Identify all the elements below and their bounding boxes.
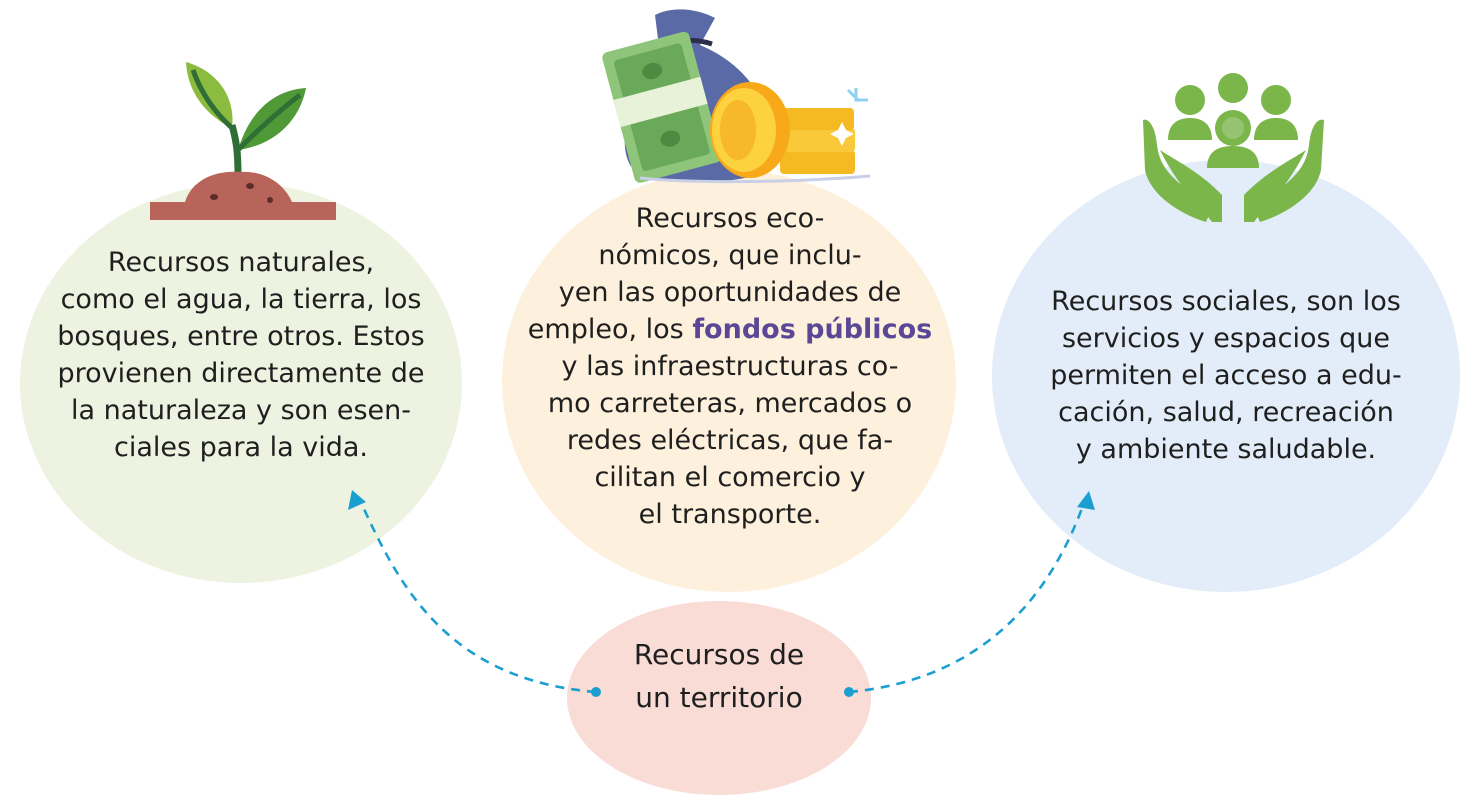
economic-resources-text: Recursos eco- nómicos, que inclu- yen la… (505, 200, 955, 533)
natural-resources-ellipse (20, 183, 462, 583)
territory-resources-label: Recursos de un territorio (633, 638, 805, 714)
social-resources-ellipse (992, 160, 1460, 592)
economic-resources-ellipse (502, 170, 956, 592)
arrowhead-right (1077, 491, 1095, 510)
arrow-start-dot-left (591, 687, 601, 697)
natural-resources-text: Recursos naturales, como el agua, la tie… (57, 247, 425, 463)
arrow-to-natural (358, 499, 597, 694)
arrow-to-social (848, 499, 1087, 694)
arrow-start-dot-right (844, 687, 854, 697)
arrowhead-left (348, 490, 366, 510)
territory-resources-ellipse (567, 601, 871, 795)
social-resources-text: Recursos sociales, son los servicios y e… (1050, 286, 1402, 465)
economic-text-part-2: y las infraestructuras co- mo carreteras… (547, 351, 913, 530)
public-funds-highlight: fondos públicos (692, 314, 933, 345)
economic-text-part-1: Recursos eco- nómicos, que inclu- yen la… (527, 203, 902, 345)
